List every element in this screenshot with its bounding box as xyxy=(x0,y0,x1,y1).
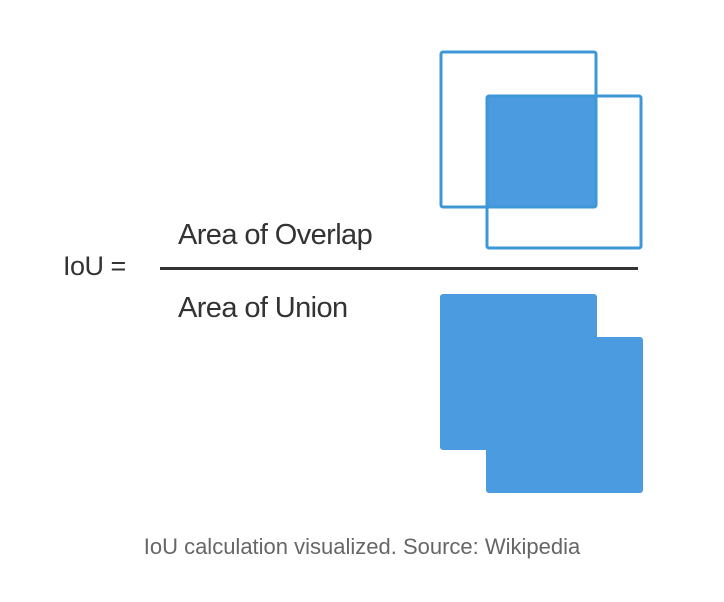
numerator-label: Area of Overlap xyxy=(178,219,373,251)
denominator-label: Area of Union xyxy=(178,292,348,324)
figure-caption: IoU calculation visualized. Source: Wiki… xyxy=(143,534,581,559)
box-b-outline xyxy=(485,94,643,250)
iou-diagram: IoU = Area of Overlap Area of Union xyxy=(63,50,643,493)
fraction-bar xyxy=(160,267,638,270)
iou-shapes xyxy=(439,50,643,493)
overlap-fill xyxy=(487,96,596,207)
box-a-outline xyxy=(439,50,598,209)
union-illustration xyxy=(440,294,643,493)
iou-label: IoU = xyxy=(63,251,126,281)
overlap-illustration xyxy=(439,50,643,250)
union-box-b xyxy=(486,337,643,493)
